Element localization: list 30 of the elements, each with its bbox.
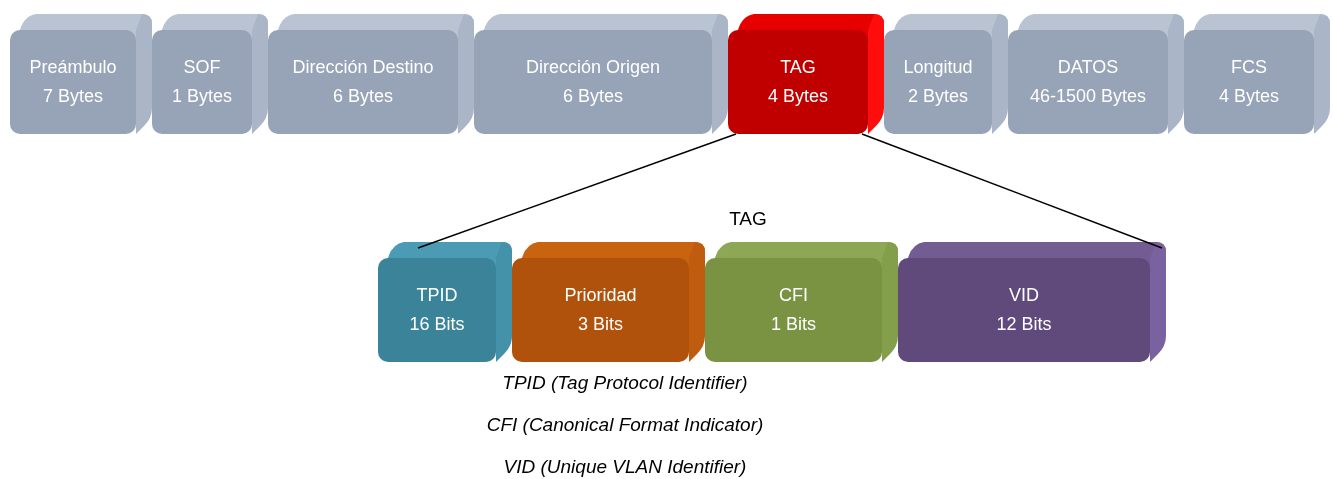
field-size: 2 Bytes xyxy=(908,85,968,108)
field-name: SOF xyxy=(183,56,221,79)
field-size: 6 Bytes xyxy=(333,85,393,108)
field-name: Longitud xyxy=(903,56,973,79)
field-size: 46-1500 Bytes xyxy=(1029,85,1147,108)
field-size: 4 Bytes xyxy=(1219,85,1279,108)
field-name: TAG xyxy=(780,56,816,79)
field-size: 1 Bytes xyxy=(172,85,232,108)
field-name: Dirección Origen xyxy=(525,56,661,79)
field-size: 16 Bits xyxy=(409,313,465,336)
abbreviation-note: TPID (Tag Protocol Identifier) xyxy=(502,372,748,394)
abbreviation-note: VID (Unique VLAN Identifier) xyxy=(503,456,747,478)
group-title: TAG xyxy=(729,208,767,230)
field-name: VID xyxy=(1009,284,1039,307)
connector-line xyxy=(861,133,1163,249)
field-size: 7 Bytes xyxy=(43,85,103,108)
field-name: Prioridad xyxy=(564,284,637,307)
field-size: 6 Bytes xyxy=(563,85,623,108)
field-name: FCS xyxy=(1231,56,1267,79)
field-size: 1 Bits xyxy=(771,313,816,336)
field-size: 3 Bits xyxy=(578,313,623,336)
field-name: TPID xyxy=(416,284,458,307)
connector-line xyxy=(417,133,737,249)
abbreviation-note: CFI (Canonical Format Indicator) xyxy=(486,414,764,436)
field-size: 12 Bits xyxy=(996,313,1052,336)
field-name: DATOS xyxy=(1057,56,1119,79)
field-name: CFI xyxy=(779,284,808,307)
field-size: 4 Bytes xyxy=(768,85,828,108)
field-name: Preámbulo xyxy=(29,56,117,79)
field-name: Dirección Destino xyxy=(292,56,434,79)
